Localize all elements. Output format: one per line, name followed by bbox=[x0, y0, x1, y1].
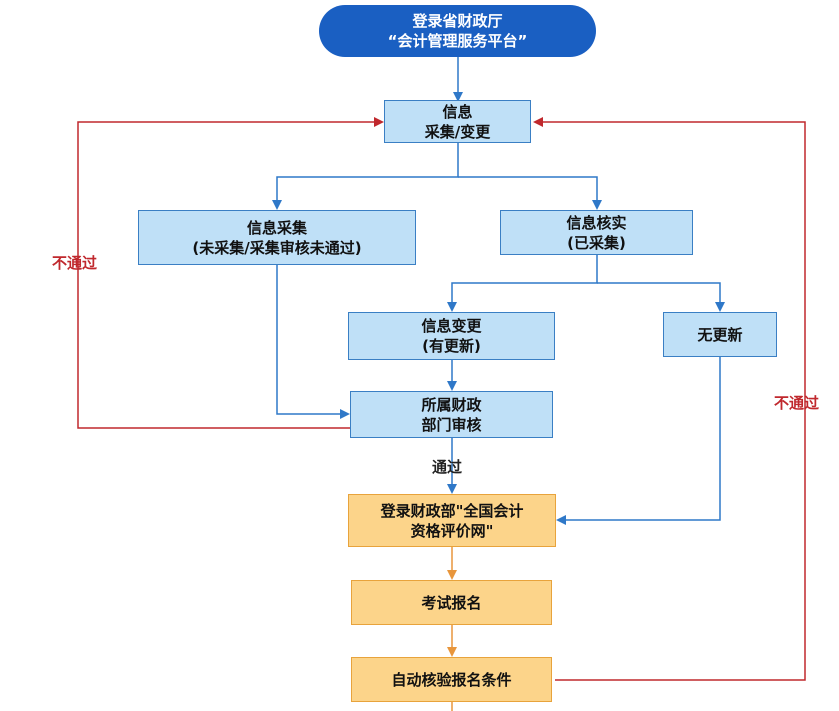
noupdate-line1: 无更新 bbox=[697, 325, 743, 344]
review-line1: 所属财政 bbox=[421, 395, 482, 414]
collect-line2: (未采集/采集审核未通过) bbox=[192, 238, 362, 257]
verify-line2: (已采集) bbox=[567, 233, 626, 252]
collect-line1: 信息采集 bbox=[246, 218, 307, 237]
check-line1: 自动核验报名条件 bbox=[391, 670, 512, 689]
login-line1: 登录财政部"全国会计 bbox=[380, 501, 524, 520]
login-line2: 资格评价网" bbox=[410, 521, 494, 540]
check-node: 自动核验报名条件 bbox=[351, 657, 552, 702]
info-line2: 采集/变更 bbox=[424, 122, 491, 141]
start-line1: 登录省财政厅 bbox=[412, 12, 503, 30]
fail-label-left: 不通过 bbox=[52, 254, 98, 272]
register-line1: 考试报名 bbox=[421, 593, 482, 612]
collect-node: 信息采集 (未采集/采集审核未通过) bbox=[138, 210, 416, 265]
arrow-collect-to-review bbox=[276, 265, 350, 419]
arrow-noupdate-to-login bbox=[556, 357, 721, 525]
noupdate-node: 无更新 bbox=[663, 312, 777, 357]
start-node: 登录省财政厅 “会计管理服务平台” bbox=[319, 5, 596, 57]
arrow-review-fail-to-info bbox=[77, 117, 384, 429]
review-node: 所属财政 部门审核 bbox=[350, 391, 553, 438]
register-node: 考试报名 bbox=[351, 580, 552, 625]
verify-line1: 信息核实 bbox=[566, 213, 627, 232]
arrow-verify-to-noupdate bbox=[597, 282, 725, 312]
arrow-verify-to-change bbox=[447, 255, 598, 312]
change-node: 信息变更 (有更新) bbox=[348, 312, 555, 360]
arrow-info-to-verify bbox=[458, 176, 602, 210]
info-node: 信息 采集/变更 bbox=[384, 100, 531, 143]
arrow-check-fail-to-info bbox=[533, 117, 806, 681]
verify-node: 信息核实 (已采集) bbox=[500, 210, 693, 255]
change-line2: (有更新) bbox=[422, 337, 481, 355]
fail-label-right: 不通过 bbox=[774, 394, 820, 412]
login-node: 登录财政部"全国会计 资格评价网" bbox=[348, 494, 556, 547]
pass-label: 通过 bbox=[432, 458, 463, 476]
info-line1: 信息 bbox=[442, 102, 473, 121]
arrow-info-to-collect bbox=[272, 142, 459, 210]
review-line2: 部门审核 bbox=[421, 415, 482, 434]
start-line2: “会计管理服务平台” bbox=[387, 32, 528, 50]
change-line1: 信息变更 bbox=[421, 317, 482, 335]
